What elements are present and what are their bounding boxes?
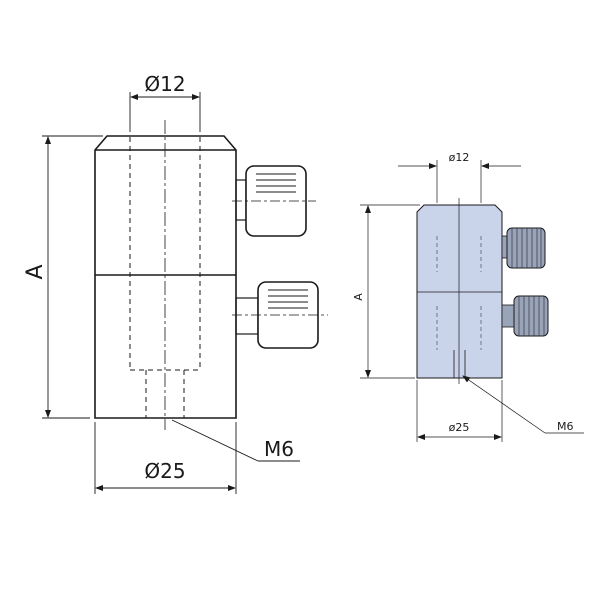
- left-lower-thumbscrew: [232, 281, 328, 349]
- right-height-dimension: A: [352, 204, 420, 379]
- right-upper-thumbscrew: [501, 227, 546, 269]
- left-height-dimension: A: [23, 135, 103, 419]
- left-top-diameter-dimension: Ø12: [129, 72, 201, 132]
- left-thread-label: M6: [264, 437, 294, 461]
- left-upper-thumbscrew: [232, 165, 316, 237]
- left-height-label: A: [23, 264, 48, 279]
- left-thread-leader: M6: [171, 419, 300, 462]
- right-view: ø12 A M6 ø25: [352, 151, 584, 442]
- right-bottom-diameter-dimension: ø25: [416, 380, 503, 442]
- right-top-diameter-dimension: ø12: [398, 151, 521, 203]
- right-top-diameter-label: ø12: [449, 151, 470, 164]
- left-bottom-diameter-dimension: Ø25: [94, 422, 237, 494]
- left-bottom-diameter-label: Ø25: [144, 459, 185, 483]
- right-height-label: A: [352, 293, 365, 301]
- right-lower-thumbscrew: [501, 295, 549, 337]
- right-body: [416, 198, 503, 384]
- right-thread-label: M6: [557, 420, 574, 433]
- right-thread-leader: M6: [462, 375, 584, 434]
- left-view: Ø12 A M6 Ø25: [23, 72, 328, 494]
- left-body: [94, 120, 237, 430]
- left-top-diameter-label: Ø12: [144, 72, 185, 96]
- right-bottom-diameter-label: ø25: [449, 421, 470, 434]
